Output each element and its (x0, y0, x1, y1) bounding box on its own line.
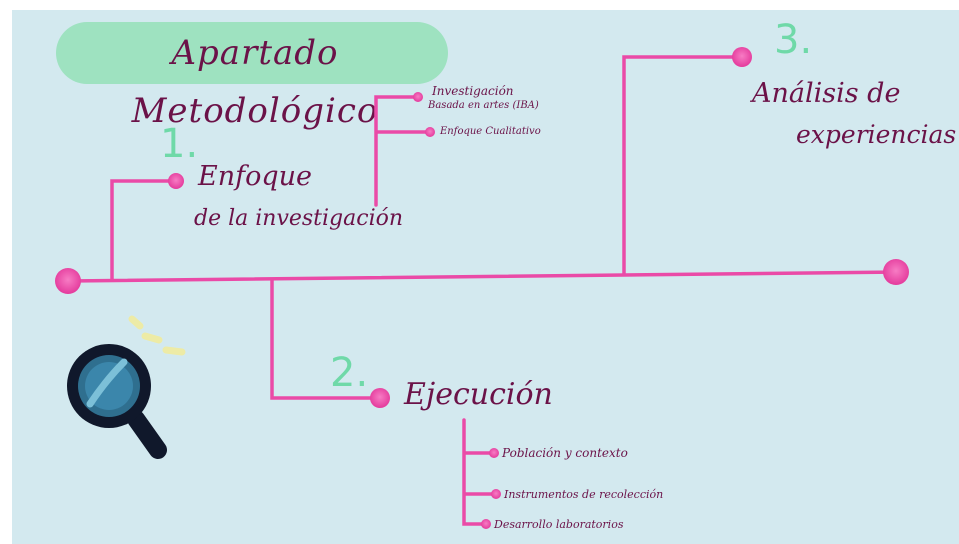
branch-line-ejecucion (270, 278, 382, 400)
node-dot-analisis (732, 47, 752, 67)
sub-branch-line-ejecucion (462, 418, 498, 526)
node-label-ejecucion: Ejecución (404, 377, 553, 412)
node-dot-ejecucion (370, 388, 390, 408)
node-dot-enfoque (168, 173, 184, 189)
item-label-iba-line1: Investigación (432, 84, 514, 98)
sub-branch-line-enfoque (374, 95, 432, 207)
item-dot-instrumentos (491, 489, 501, 499)
node-number-analisis: 3. (774, 17, 813, 63)
diagram-canvas: Apartado Metodológico (12, 10, 959, 544)
node-number-enfoque: 1. (160, 121, 199, 167)
node-label-analisis-line1: Análisis de (752, 78, 901, 109)
branch-line-analisis (622, 55, 744, 276)
main-axis-line (66, 270, 898, 283)
connector-lines (55, 47, 909, 529)
item-dot-iba (413, 92, 423, 102)
magnifying-glass-icon (67, 315, 186, 459)
axis-end-dot (883, 259, 909, 285)
node-label-enfoque-line2: de la investigación (194, 206, 404, 231)
diagram-title: Apartado Metodológico (131, 33, 379, 131)
node-number-ejecucion: 2. (330, 350, 369, 396)
node-label-enfoque-line1: Enfoque (198, 161, 312, 192)
item-label-laboratorios: Desarrollo laboratorios (494, 518, 624, 531)
title-pill (56, 22, 448, 84)
item-label-instrumentos: Instrumentos de recolección (504, 488, 664, 501)
item-dot-laboratorios (481, 519, 491, 529)
item-dot-poblacion (489, 448, 499, 458)
item-label-iba-line2: Basada en artes (IBA) (428, 100, 539, 111)
axis-start-dot (55, 268, 81, 294)
item-label-cualitativo: Enfoque Cualitativo (440, 126, 541, 137)
item-label-poblacion: Población y contexto (502, 446, 628, 460)
branch-line-enfoque (110, 179, 176, 281)
node-label-analisis-line2: experiencias (796, 120, 957, 149)
item-dot-cualitativo (425, 127, 435, 137)
